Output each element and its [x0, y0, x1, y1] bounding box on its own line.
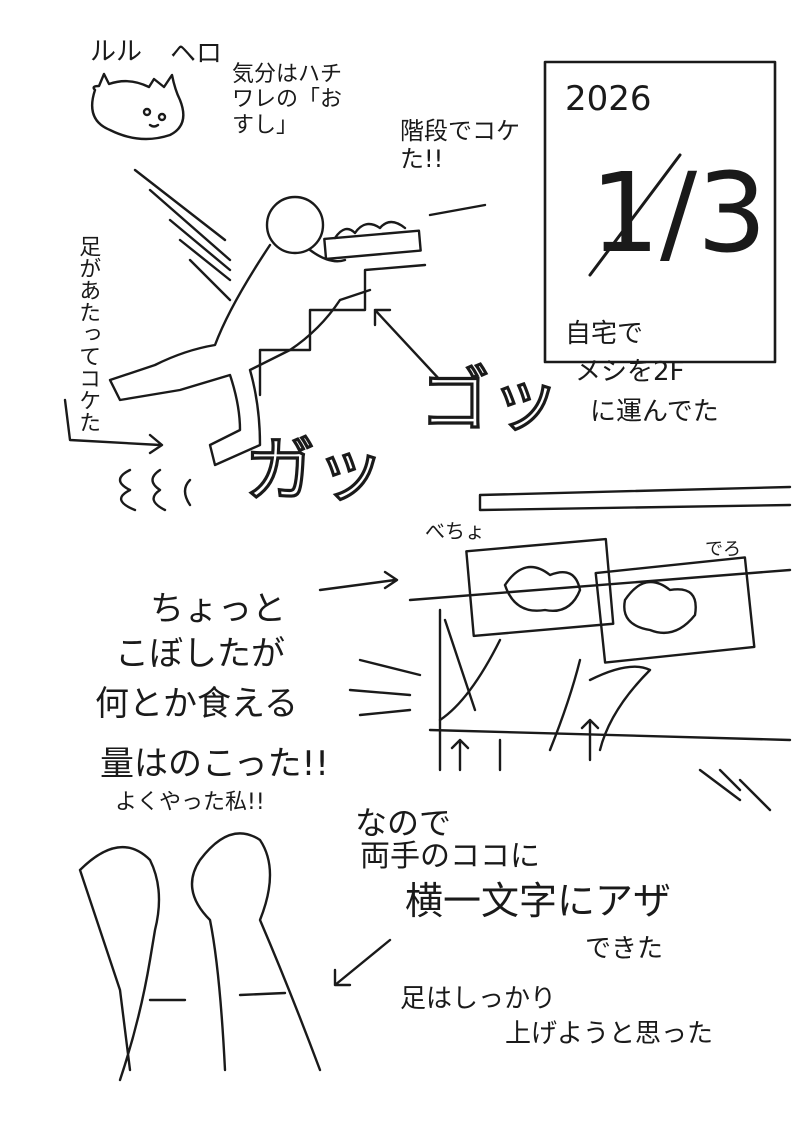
- fell-on-stairs-caption: 階段でコケた!!: [400, 117, 520, 173]
- spill-line-2: こぼしたが: [115, 634, 285, 674]
- sfx-ruru: ルル: [90, 37, 143, 67]
- date-box: [543, 60, 777, 364]
- date-year: 2026: [565, 79, 652, 119]
- spill-line-1: ちょっと: [150, 589, 286, 629]
- sfx-bechya: べちょ: [425, 519, 485, 543]
- lesson-line-2: 上げようと思った: [505, 1019, 714, 1049]
- bruise-line-4: できた: [585, 934, 664, 964]
- carrying-caption-2: メシを2F: [575, 357, 685, 387]
- hands-drawing: [78, 832, 322, 1082]
- carrying-caption-1: 自宅で: [565, 319, 644, 349]
- spill-line-3: 何とか食える: [95, 684, 298, 724]
- spill-line-5: よくやった私!!: [115, 790, 265, 815]
- sfx-dero: でろ: [705, 539, 741, 560]
- falling-person-drawing: [108, 195, 427, 467]
- carrying-caption-3: に運んでた: [590, 397, 719, 427]
- lesson-line-1: 足はしっかり: [400, 984, 557, 1014]
- cat-face-icon: [90, 72, 185, 141]
- sfx-hero: ヘロ: [170, 39, 223, 69]
- date-month-day: 1/3: [590, 149, 768, 277]
- bruise-line-3: 横一文字にアザ: [405, 879, 672, 923]
- bruise-line-1: なので: [355, 804, 452, 842]
- bruise-line-2: 両手のココに: [360, 839, 540, 874]
- table-scene-drawing: [348, 485, 792, 812]
- foot-hit-caption: 足があたってコケた: [75, 235, 101, 433]
- mood-caption: 気分はハチワレの「おすし」: [232, 62, 343, 138]
- sfx-go: ゴッ: [420, 359, 561, 441]
- spill-line-4: 量はのこった!!: [100, 744, 329, 784]
- sfx-ga: ガッ: [245, 429, 386, 511]
